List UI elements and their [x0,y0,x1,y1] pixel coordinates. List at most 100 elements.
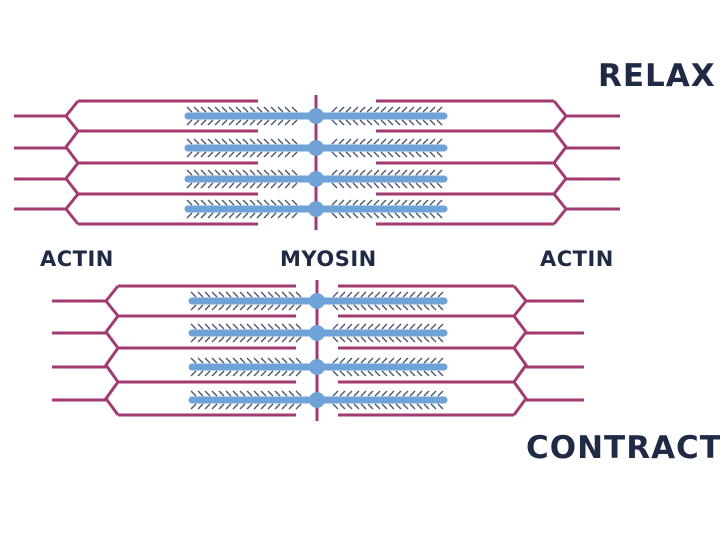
myosin-head [380,106,387,113]
myosin-head [437,323,444,330]
myosin-head [416,323,423,330]
myosin-head [204,291,211,298]
myosin-head [186,199,193,206]
myosin-head [242,212,249,219]
myosin-head [274,291,281,298]
myosin-head [367,291,374,298]
myosin-head [366,182,373,189]
myosin-head [270,169,277,176]
myosin-head [409,370,416,377]
myosin-head [221,151,228,158]
myosin-head [200,138,207,145]
myosin-head [197,357,204,364]
myosin-head [331,182,338,189]
myosin-head [249,169,256,176]
myosin-head [332,291,339,298]
myosin-head [277,106,284,113]
myosin-head [186,119,193,126]
myosin-head [277,169,284,176]
myosin-head [253,323,260,330]
myosin-head [260,370,267,377]
myosin-head [346,323,353,330]
myosin-head [423,370,430,377]
myosin-head [263,199,270,206]
myosin-head [408,106,415,113]
myosin-head [339,403,346,410]
myosin-head [211,304,218,311]
myosin-head [416,403,423,410]
actin-left-label: ACTIN [40,247,114,271]
myosin-head [387,212,394,219]
myosin-head [186,169,193,176]
myosin-head [197,336,204,343]
myosin-head [204,357,211,364]
myosin-head [239,403,246,410]
myosin-head [235,199,242,206]
myosin-head [430,403,437,410]
myosin-head [353,357,360,364]
myosin-head [221,182,228,189]
myosin-head [228,212,235,219]
myosin-head [295,370,302,377]
myosin-head [367,390,374,397]
myosin-head [345,106,352,113]
myosin-head [211,390,218,397]
myosin-head [295,336,302,343]
myosin-head [281,323,288,330]
myosin-head [218,336,225,343]
myosin-head [256,199,263,206]
myosin-head [429,138,436,145]
myosin-head [253,403,260,410]
myosin-head [239,390,246,397]
myosin-head [429,106,436,113]
myosin-head [373,199,380,206]
myosin-head [366,119,373,126]
myosin-head [352,169,359,176]
myosin-head [387,182,394,189]
myosin-head [429,199,436,206]
myosin-head [366,151,373,158]
myosin-label: MYOSIN [280,247,377,271]
myosin-head [225,357,232,364]
myosin-head [353,304,360,311]
myosin-head [218,357,225,364]
myosin-head [270,182,277,189]
myosin-head [422,199,429,206]
myosin-head [401,151,408,158]
myosin-head [430,390,437,397]
myosin-head [394,151,401,158]
myosin-head [246,403,253,410]
myosin-head [267,336,274,343]
myosin-head [218,304,225,311]
myosin-head [388,370,395,377]
myosin-head [338,151,345,158]
myosin-head [186,138,193,145]
myosin-head [374,357,381,364]
myosin-head [339,357,346,364]
myosin-head [415,151,422,158]
myosin-head [429,119,436,126]
myosin-head [211,370,218,377]
myosin-head [429,169,436,176]
myosin-head [437,357,444,364]
myosin-head [388,357,395,364]
myosin-head [221,119,228,126]
myosin-head [395,390,402,397]
myosin-head [338,138,345,145]
myosin-head [295,291,302,298]
myosin-head [232,370,239,377]
myosin-head [402,403,409,410]
myosin-head [416,370,423,377]
myosin-head [352,138,359,145]
myosin-head [373,182,380,189]
myosin-head [416,357,423,364]
myosin-head [332,357,339,364]
myosin-head [295,323,302,330]
myosin-head [366,106,373,113]
myosin-head [423,291,430,298]
myosin-head [436,119,443,126]
myosin-head [246,291,253,298]
myosin-head [352,151,359,158]
myosin-head [373,169,380,176]
myosin-head [197,390,204,397]
